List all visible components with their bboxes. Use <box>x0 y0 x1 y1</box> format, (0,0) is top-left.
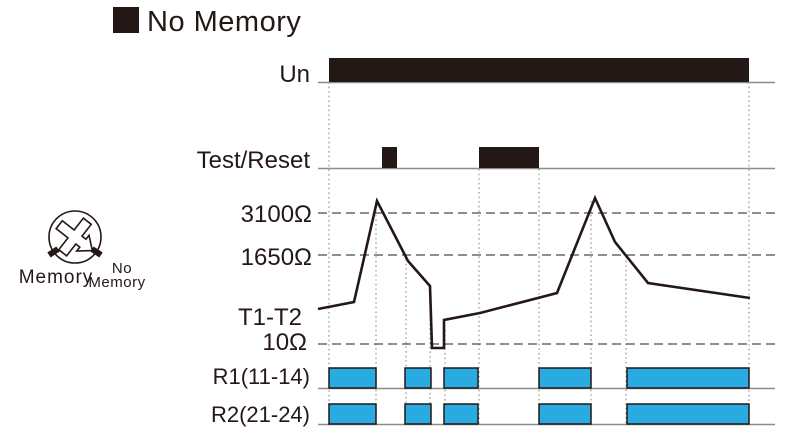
relay1-row-label: R1(11-14) <box>212 364 310 389</box>
threshold-1650-label: 1650Ω <box>240 244 312 271</box>
r2-on-bar <box>328 403 377 425</box>
r1-on-bar <box>626 367 750 389</box>
un-row-label: Un <box>279 61 310 88</box>
dial-cross-arrow-icon <box>55 217 94 257</box>
r2-on-bar <box>443 403 479 425</box>
r1-on-bar <box>538 367 592 389</box>
r2-on-bar <box>404 403 432 425</box>
r2-on-bar <box>538 403 592 425</box>
dial-position-left-tick <box>47 246 60 258</box>
r1-on-bar <box>328 367 377 389</box>
selector-option-memory-label: Memory <box>18 267 94 288</box>
r1-on-bar <box>404 367 432 389</box>
selector-option-no-memory-label-line2: Memory <box>88 274 146 291</box>
dial-position-right-tick <box>90 246 103 258</box>
test_reset-on-bar <box>479 147 539 168</box>
r1-on-bar <box>443 367 479 389</box>
page-title: No Memory <box>147 6 302 38</box>
threshold-3100-label: 3100Ω <box>240 201 312 228</box>
relay2-row-label: R2(21-24) <box>210 402 310 427</box>
selector-option-no-memory-label-line1: No <box>111 260 133 277</box>
r2-on-bar <box>626 403 750 425</box>
threshold-10-label: 10Ω <box>262 329 307 356</box>
resistance-curve <box>317 194 751 350</box>
test_reset-on-bar <box>382 147 397 168</box>
mode-selector-dial-icon <box>47 210 103 264</box>
t1-t2-row-label: T1-T2 <box>237 304 302 331</box>
un-on-bar <box>329 58 749 82</box>
dial-circle <box>48 210 102 264</box>
test-reset-row-label: Test/Reset <box>196 147 310 174</box>
no-memory-legend-square-icon <box>113 7 139 33</box>
